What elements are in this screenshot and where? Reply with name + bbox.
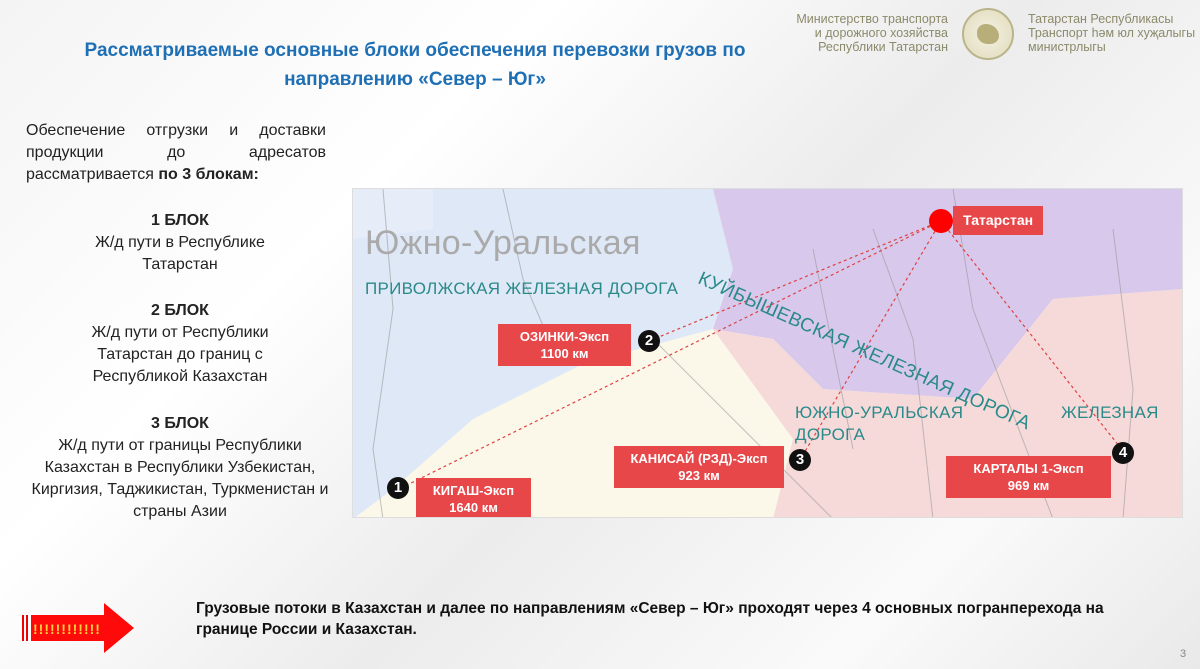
crossing-label-kartaly: КАРТАЛЫ 1-Эксп 969 км (946, 456, 1111, 498)
block-2: 2 БЛОК Ж/д пути от Республики Татарстан д… (20, 300, 340, 388)
page-title: Рассматриваемые основные блоки обеспечен… (84, 40, 746, 90)
block-title: 2 БЛОК (151, 302, 209, 319)
intro-bold: по 3 блокам: (158, 166, 259, 183)
ministry-line: министрлыгы (1028, 40, 1106, 54)
crossing-distance: 923 км (678, 468, 720, 483)
crossing-label-kigash: КИГАШ-Эксп 1640 км (416, 478, 531, 517)
ministry-line: Республики Татарстан (818, 40, 948, 54)
region-kuib (433, 189, 1182, 399)
railway-label-yuzh: ДОРОГА (795, 425, 866, 444)
origin-label: Татарстан (953, 206, 1044, 235)
railway-label-privolzh: ПРИВОЛЖСКАЯ ЖЕЛЕЗНАЯ ДОРОГА (365, 279, 679, 298)
block-text: Ж/д пути от границы Республики Казахстан… (31, 437, 329, 520)
railway-label-yuzh: ЖЕЛЕЗНАЯ (1061, 403, 1159, 422)
ministry-line: Министерство транспорта (796, 12, 948, 26)
ministry-line: Татарстан Республикасы (1028, 12, 1174, 26)
railway-map: Южно-Уральская ПРИВОЛЖСКАЯ ЖЕЛЕЗНАЯ ДОРО… (352, 188, 1183, 518)
ministry-line: и дорожного хозяйства (814, 26, 948, 40)
block-title: 1 БЛОК (151, 212, 209, 229)
crossing-distance: 1100 км (540, 346, 589, 361)
crossing-name: КАНИСАЙ (РЗД)-Эксп (630, 451, 768, 466)
block-3: 3 БЛОК Ж/д пути от границы Республики Каз… (20, 413, 340, 523)
region-top-left (353, 189, 433, 239)
intro-body: Обеспечение отгрузки и доставки продукци… (26, 122, 326, 183)
tatarstan-emblem-icon (962, 8, 1014, 60)
block-text: Ж/д пути в Республике Татарстан (95, 234, 265, 273)
arrow-exclamation-text: !!!!!!!!!!!! (33, 621, 101, 637)
route-lines (402, 220, 1124, 488)
crossing-label-ozinki: ОЗИНКИ-Эксп 1100 км (498, 324, 631, 366)
crossing-distance: 1640 км (449, 500, 498, 515)
crossing-label-kanisai: КАНИСАЙ (РЗД)-Эксп 923 км (614, 446, 784, 488)
crossing-name: КАРТАЛЫ 1-Эксп (973, 461, 1084, 476)
block-title: 3 БЛОК (151, 415, 209, 432)
ministry-name-tt: Татарстан Республикасы Транспорт һәм юл … (1028, 12, 1198, 54)
crossing-distance: 969 км (1007, 478, 1050, 493)
page-number: 3 (1180, 648, 1187, 660)
intro-text: Обеспечение отгрузки и доставки продукци… (26, 120, 326, 186)
crossing-number: 1 (387, 477, 409, 499)
ministry-line: Транспорт һәм юл хуҗалыгы (1028, 26, 1196, 40)
crossing-number: 3 (789, 449, 811, 471)
ministry-name-ru: Министерство транспорта и дорожного хозя… (790, 12, 948, 54)
origin-marker (929, 209, 953, 233)
crossing-number: 4 (1112, 442, 1134, 464)
block-1: 1 БЛОК Ж/д пути в Республике Татарстан (20, 210, 340, 276)
footer-note: Грузовые потоки в Казахстан и далее по н… (196, 600, 1104, 638)
red-arrow-icon (22, 603, 134, 653)
crossing-number: 2 (638, 330, 660, 352)
railway-label-faded: Южно-Уральская (365, 224, 641, 262)
crossing-name: КИГАШ-Эксп (432, 483, 515, 498)
block-text: Ж/д пути от Республики Татарстан до гран… (91, 324, 269, 385)
railway-label-yuzh: ЮЖНО-УРАЛЬСКАЯ (795, 403, 964, 422)
crossing-name: ОЗИНКИ-Эксп (519, 329, 610, 344)
